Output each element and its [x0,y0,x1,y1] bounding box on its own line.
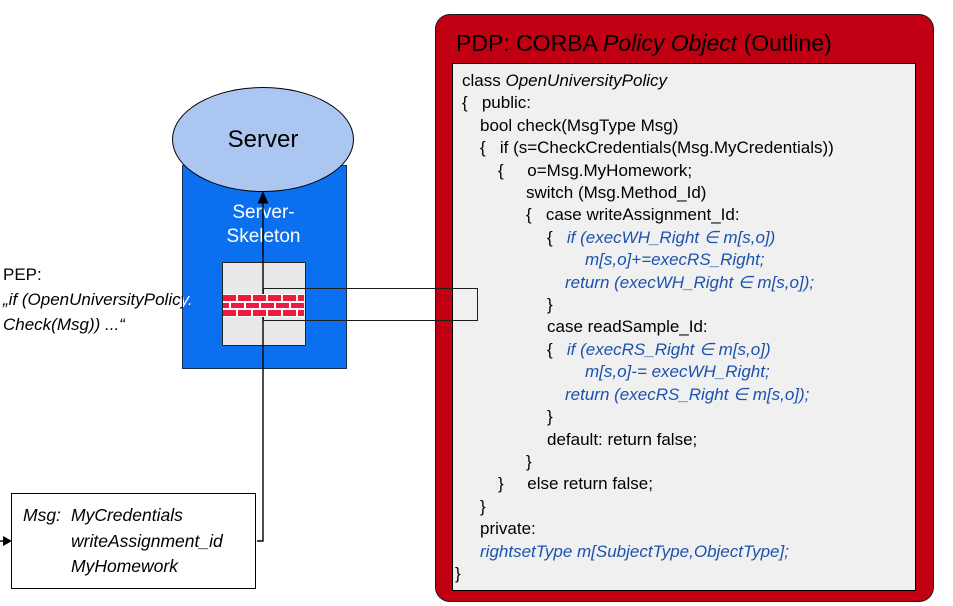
pep-label: PEP: [3,265,42,284]
pdp-panel: PDP: CORBA Policy Object (Outline) class… [435,14,934,602]
code-line: return (execWH_Right ∈ m[s,o]); [565,272,815,292]
code-line: class OpenUniversityPolicy [462,71,668,90]
server-label: Server [227,125,299,153]
pep-quote-line2: Check(Msg)) ...“ [3,315,125,334]
code-line: } [526,451,532,471]
code-line: { public: [462,93,531,113]
code-line: } [547,295,553,315]
code-line: case readSample_Id: [547,317,708,337]
code-panel: class OpenUniversityPolicy { public:bool … [452,63,916,591]
code-line: bool check(MsgType Msg) [480,115,679,135]
pep-quote-overlay: „if (OpenUniversityPolicy. [183,290,193,309]
code-line: default: return false; [547,429,698,449]
code-line: return (execRS_Right ∈ m[s,o]); [565,384,810,404]
code-line: rightsetType m[SubjectType,ObjectType]; [480,541,789,561]
code-line: { if (s=CheckCredentials(Msg.MyCredentia… [480,138,834,158]
pdp-title: PDP: CORBA Policy Object (Outline) [456,30,832,56]
code-line: { if (execRS_Right ∈ m[s,o]) [547,339,771,359]
code-line: m[s,o]-= execWH_Right; [585,362,770,382]
code-line: } [455,563,461,583]
server-skeleton-label-line2: Skeleton [226,226,301,247]
msg-item: MyHomework [71,556,178,576]
pep-quote-line1: „if (OpenUniversityPolicy. [3,290,193,309]
code-line: private: [480,519,536,539]
server-skeleton-label-line1: Server- [232,202,295,223]
server-skeleton-label: Server- Skeleton [182,201,345,249]
code-line: switch (Msg.Method_Id) [526,183,707,203]
code-line: } [480,496,486,516]
pep-annotation: PEP: „if (OpenUniversityPolicy. Check(Ms… [3,262,193,337]
firewall-icon [223,294,304,317]
server-ellipse: Server [172,87,354,192]
msg-label: Msg: [23,505,61,525]
code-line: { o=Msg.MyHomework; [498,160,693,180]
code-line: } [547,407,553,427]
code-line: m[s,o]+=execRS_Right; [585,250,765,270]
code-line: } else return false; [498,474,653,494]
msg-item: writeAssignment_id [71,530,223,551]
code-line: { if (execWH_Right ∈ m[s,o]) [547,227,776,247]
msg-item: MyCredentials [71,505,183,525]
code-line: { case writeAssignment_Id: [526,205,740,225]
